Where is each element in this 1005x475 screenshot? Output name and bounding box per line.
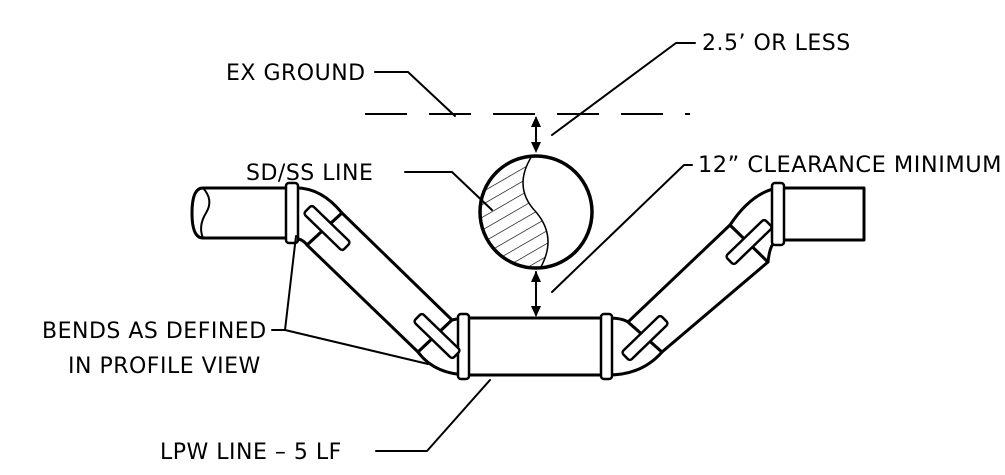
top-clearance-leader xyxy=(551,42,696,136)
crossing-pipe-section xyxy=(478,154,594,270)
top-clearance-dimension xyxy=(531,116,541,153)
sd-ss-line-label: SD/SS LINE xyxy=(246,161,373,186)
section-s-curve xyxy=(522,156,549,268)
lpw-leader xyxy=(375,379,491,452)
clearance-min-leader xyxy=(551,164,693,293)
bends-label-line1: BENDS AS DEFINED xyxy=(42,319,267,344)
bends-leader xyxy=(271,235,429,365)
center-pipe-run xyxy=(462,316,612,377)
bottom-clearance-dimension xyxy=(531,271,541,317)
ex-ground-leader xyxy=(374,71,456,117)
ex-ground-label: EX GROUND xyxy=(226,61,366,86)
pipe-joint-bands xyxy=(284,181,786,381)
bends-label-line2: IN PROFILE VIEW xyxy=(68,354,261,379)
crossing-pipe-outline xyxy=(478,154,594,270)
clearance-min-label: 12” CLEARANCE MINIMUM xyxy=(698,153,1002,178)
lpw-line-label: LPW LINE – 5 LF xyxy=(160,440,342,465)
lpw-pipe xyxy=(190,181,866,381)
clearance-top-label: 2.5’ OR LESS xyxy=(702,31,851,56)
left-break-mark xyxy=(200,187,211,239)
right-pipe-run xyxy=(774,186,866,242)
sd-ss-leader xyxy=(404,171,493,211)
